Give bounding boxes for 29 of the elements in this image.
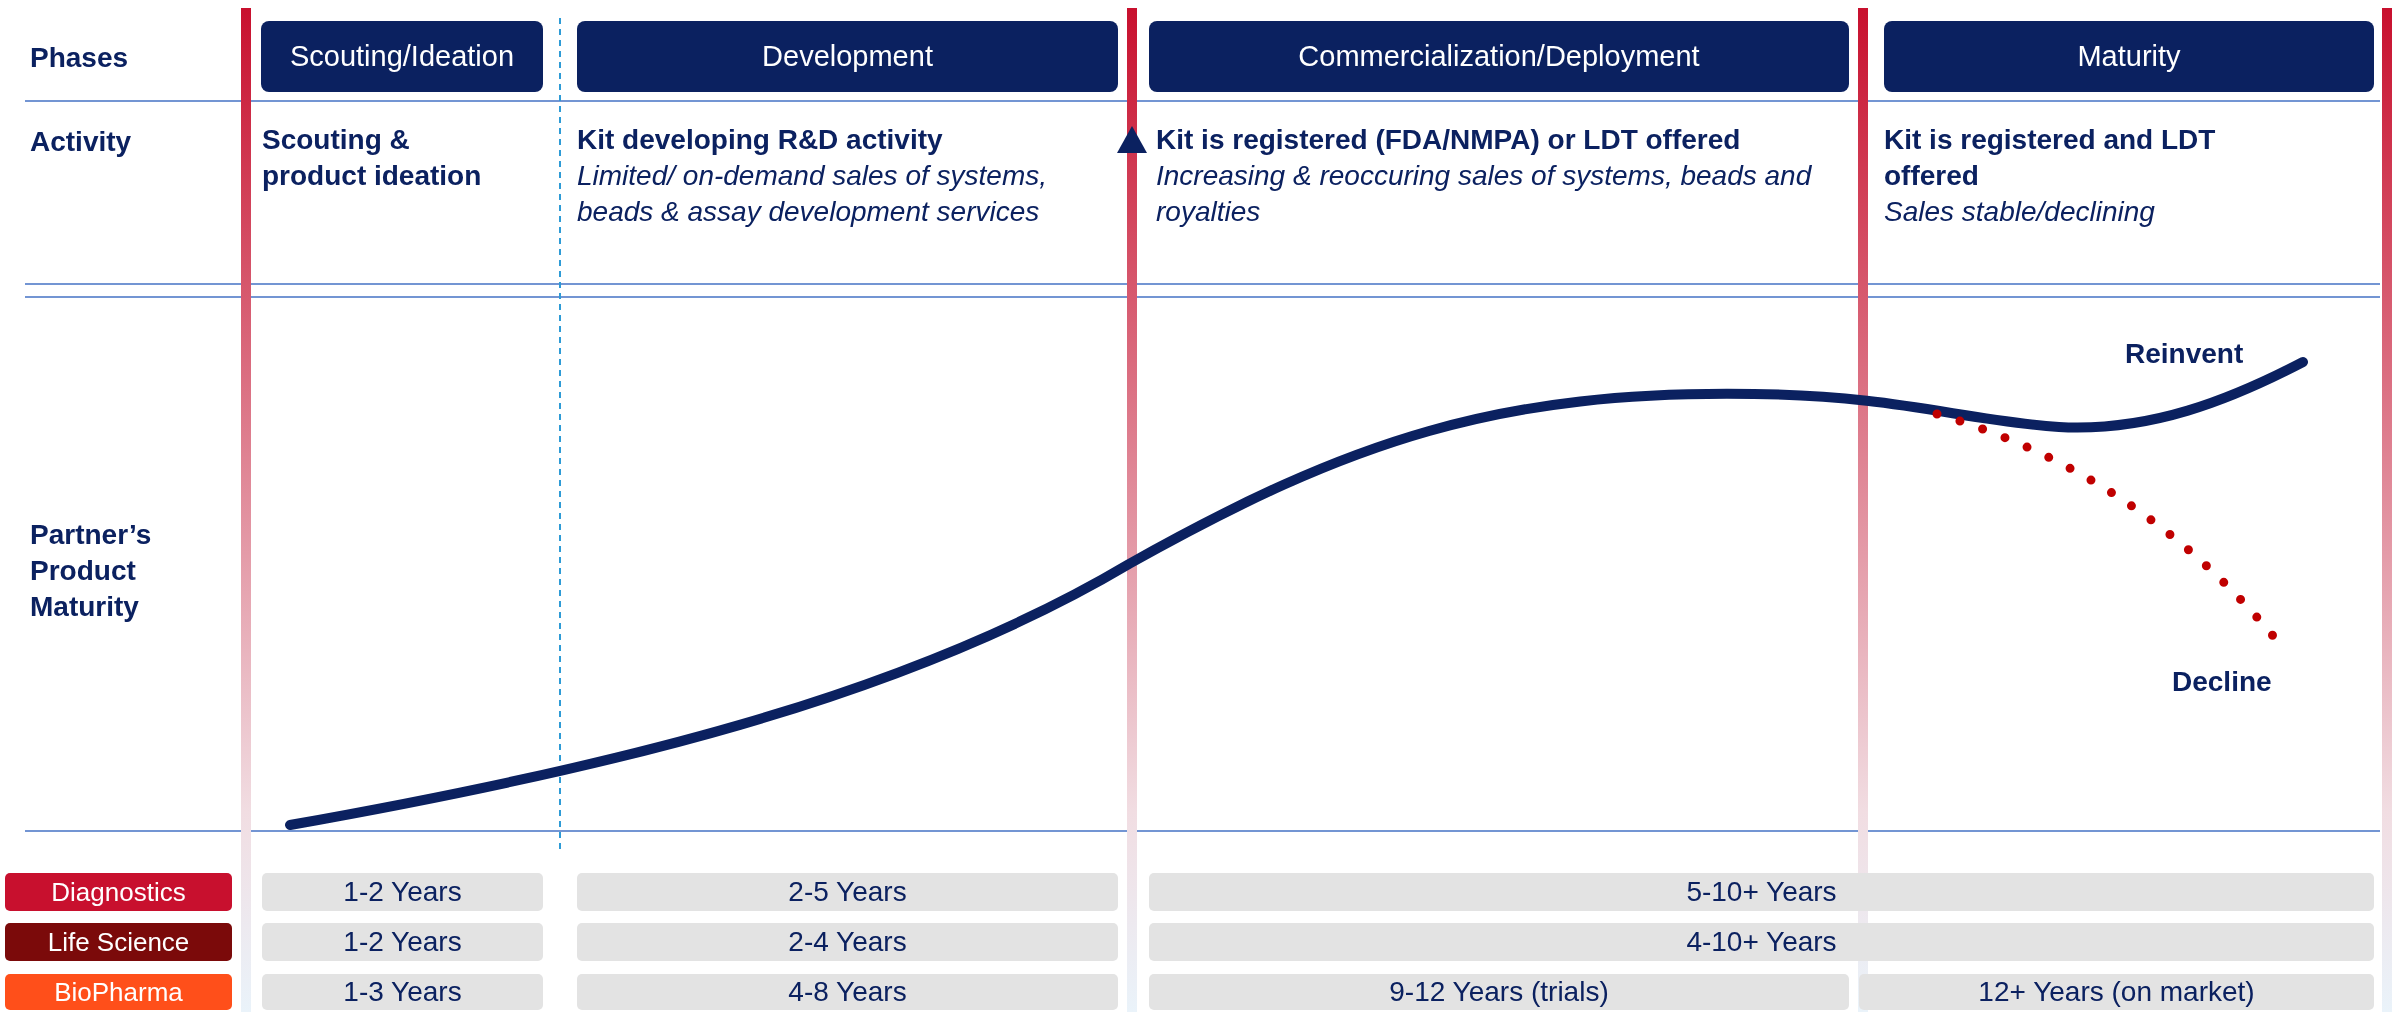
duration-bar: 2-4 Years <box>577 923 1118 961</box>
activity-heading: Scouting & product ideation <box>262 123 483 193</box>
duration-bar: 12+ Years (on market) <box>1859 974 2374 1010</box>
activity-description: Limited/ on-demand sales of systems, beads & assay development services <box>577 159 1048 229</box>
phase-box: Development <box>577 21 1118 92</box>
activity-description: Increasing & reoccuring sales of systems, beads and royalties <box>1156 159 1813 229</box>
duration-bar: 1-2 Years <box>262 923 543 961</box>
row-heading: Partner’s Product Maturity <box>30 518 153 624</box>
row-heading: Phases <box>30 41 130 75</box>
category-tag: Life Science <box>5 923 232 961</box>
duration-bar: 1-2 Years <box>262 873 543 911</box>
category-tag: BioPharma <box>5 974 232 1010</box>
phase-box: Maturity <box>1884 21 2374 92</box>
category-tag: Diagnostics <box>5 873 232 911</box>
duration-bar: 4-10+ Years <box>1149 923 2374 961</box>
row-heading: Activity <box>30 125 133 159</box>
activity-description: Sales stable/declining <box>1884 195 2156 229</box>
duration-bar: 2-5 Years <box>577 873 1118 911</box>
curve-label: Decline <box>2172 665 2273 699</box>
duration-bar: 9-12 Years (trials) <box>1149 974 1849 1010</box>
curve-label: Reinvent <box>2125 337 2245 371</box>
duration-bar: 5-10+ Years <box>1149 873 2374 911</box>
phase-box: Commercialization/Deployment <box>1149 21 1849 92</box>
duration-bar: 4-8 Years <box>577 974 1118 1010</box>
duration-bar: 1-3 Years <box>262 974 543 1010</box>
phase-box: Scouting/Ideation <box>261 21 543 92</box>
activity-heading: Kit is registered (FDA/NMPA) or LDT offered <box>1156 123 1742 157</box>
activity-heading: Kit is registered and LDT offered <box>1884 123 2217 193</box>
activity-heading: Kit developing R&D activity <box>577 123 944 157</box>
